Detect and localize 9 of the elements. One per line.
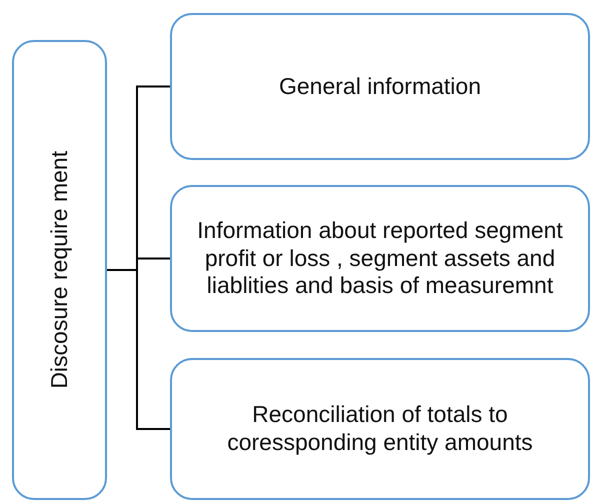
heading-box — [12, 40, 107, 500]
content-box — [170, 13, 590, 160]
content-box — [170, 358, 590, 500]
box-text: General information — [278, 72, 482, 100]
vertical-heading: Discosure require ment — [46, 150, 73, 391]
connector-line — [107, 269, 170, 430]
box-text: Reconciliation of totals to coressponding entity amounts — [226, 401, 534, 457]
content-box — [170, 185, 590, 332]
box-text: Information about reported segment profit or loss , segment assets and liablities and basis of measuremnt — [196, 217, 564, 300]
